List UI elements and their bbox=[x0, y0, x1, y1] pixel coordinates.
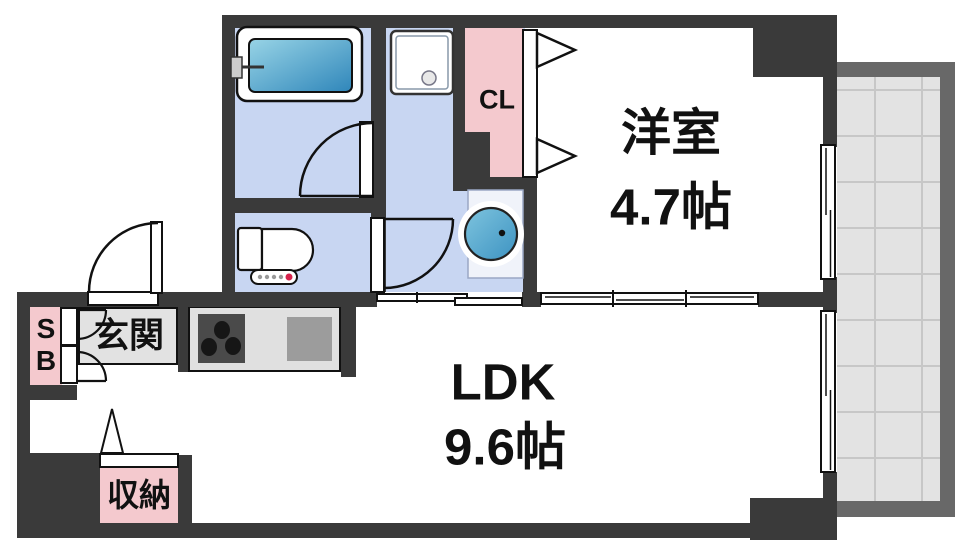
ldk-size: 9.6帖 bbox=[444, 418, 566, 476]
bathtub-icon bbox=[230, 25, 364, 103]
wall bbox=[178, 307, 188, 372]
entrance-door-icon bbox=[87, 221, 163, 306]
closet-folding-door-icon bbox=[522, 29, 579, 178]
washer-pan-icon bbox=[389, 29, 455, 96]
wall-block-bottom-left bbox=[17, 453, 100, 523]
wall bbox=[178, 455, 192, 523]
balcony-rail-bottom bbox=[837, 501, 955, 517]
wall bbox=[465, 132, 490, 177]
wall bbox=[222, 15, 753, 28]
wall bbox=[823, 277, 837, 313]
wall-pillar-bottom-right bbox=[750, 498, 837, 540]
closet-floor-lower bbox=[490, 132, 523, 177]
sliding-door-3panel-icon bbox=[540, 290, 759, 307]
wash-basin-icon bbox=[458, 189, 524, 279]
western-room-size: 4.7帖 bbox=[610, 178, 732, 236]
balcony-rail-right bbox=[940, 62, 955, 517]
stove-burners-icon bbox=[201, 321, 241, 356]
wall bbox=[17, 523, 750, 538]
closet-label: CL bbox=[479, 84, 515, 115]
sliding-door-washroom-icon bbox=[376, 292, 523, 306]
western-room-label: 洋室 bbox=[621, 105, 721, 161]
toilet-icon bbox=[236, 226, 315, 285]
kitchen-sink bbox=[287, 317, 332, 361]
storage-floor bbox=[100, 467, 178, 523]
ldk-label: LDK bbox=[450, 353, 556, 411]
window-western-room-icon bbox=[820, 144, 836, 280]
shoe-box-label-s: S bbox=[36, 313, 56, 344]
balcony-grid bbox=[837, 77, 940, 501]
entrance-floor bbox=[78, 307, 178, 365]
toilet-door-icon bbox=[370, 217, 455, 293]
shoe-box-doors-icon bbox=[60, 307, 108, 384]
entrance-label: 玄関 bbox=[93, 316, 165, 356]
wall bbox=[823, 77, 837, 147]
shoe-box-floor bbox=[30, 305, 62, 385]
shoe-box-label-b: B bbox=[35, 345, 57, 376]
wall-pillar-top-right bbox=[753, 15, 837, 77]
storage-door-icon bbox=[99, 408, 179, 468]
wall bbox=[823, 472, 837, 502]
wall bbox=[222, 28, 235, 307]
window-ldk-icon bbox=[820, 310, 836, 473]
wall bbox=[17, 385, 77, 400]
wall bbox=[453, 177, 537, 191]
shoe-box-label: S B bbox=[36, 313, 56, 377]
storage-label: 収納 bbox=[106, 477, 172, 513]
closet-floor-upper bbox=[465, 28, 523, 132]
wall bbox=[341, 305, 356, 377]
wall bbox=[453, 26, 465, 177]
wall bbox=[758, 292, 837, 307]
wall bbox=[522, 292, 541, 307]
bathroom-door-icon bbox=[298, 121, 374, 198]
wall bbox=[523, 190, 537, 293]
wall bbox=[235, 198, 371, 213]
balcony-rail-top bbox=[837, 62, 955, 77]
